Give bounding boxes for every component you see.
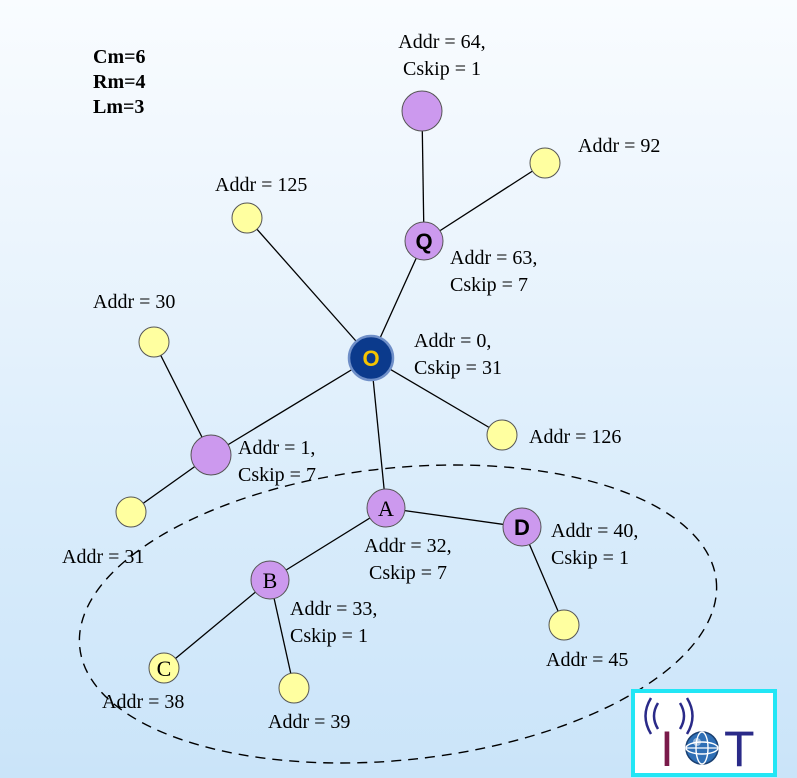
node-label-n64-line-2: Cskip = 1 <box>403 58 481 80</box>
node-q: Q <box>404 221 444 261</box>
nodes-layer: O Q A D B C <box>115 90 580 704</box>
node-circle-n64 <box>401 90 443 132</box>
node-circle-n1 <box>190 434 232 476</box>
node-n126 <box>486 419 518 451</box>
node-letter-a: A <box>378 496 394 521</box>
node-n1 <box>190 434 232 476</box>
node-label-n126-line-1: Addr = 126 <box>529 426 621 448</box>
node-circle-b <box>250 560 290 600</box>
node-b: B <box>250 560 290 600</box>
node-label-n125-line-1: Addr = 125 <box>215 174 307 196</box>
node-label-n1-line-2: Cskip = 7 <box>238 464 316 486</box>
node-circle-q <box>404 221 444 261</box>
edge-a-d <box>385 507 523 528</box>
signal-waves-icon <box>644 697 694 735</box>
node-label-q-line-1: Addr = 63, <box>450 247 537 269</box>
node-label-q-line-2: Cskip = 7 <box>450 274 528 296</box>
globe-icon <box>685 731 719 765</box>
node-a: A <box>366 488 406 528</box>
node-letter-c: C <box>157 656 172 681</box>
node-n30 <box>138 326 170 358</box>
node-n39 <box>278 672 310 704</box>
node-label-n30-line-1: Addr = 30 <box>93 291 175 313</box>
edge-a-b <box>269 507 387 581</box>
node-circle-a <box>366 488 406 528</box>
node-label-n39-line-1: Addr = 39 <box>268 711 350 733</box>
node-letter-q: Q <box>415 229 432 254</box>
node-circle-n125 <box>231 202 263 234</box>
node-n92 <box>529 147 561 179</box>
iot-logo: I T <box>631 689 777 777</box>
node-label-n31-line-1: Addr = 31 <box>62 546 144 568</box>
node-label-n64-line-1: Addr = 64, <box>398 31 485 53</box>
edge-n1-n30 <box>153 341 212 456</box>
node-label-o-line-1: Addr = 0, <box>414 330 491 352</box>
node-label-c-line-1: Addr = 38 <box>102 691 184 713</box>
edge-q-n92 <box>423 162 546 242</box>
node-label-a-line-1: Addr = 32, <box>364 535 451 557</box>
logo-letter-t: T <box>724 721 755 777</box>
node-letter-b: B <box>263 568 278 593</box>
node-c: C <box>148 652 180 684</box>
node-letter-o: O <box>362 346 379 371</box>
node-label-n45-line-1: Addr = 45 <box>546 649 628 671</box>
node-letter-d: D <box>514 515 530 540</box>
node-label-n1-line-1: Addr = 1, <box>238 437 315 459</box>
node-circle-n39 <box>278 672 310 704</box>
node-n125 <box>231 202 263 234</box>
node-circle-n31 <box>115 496 147 528</box>
edge-b-c <box>163 579 271 669</box>
node-circle-n126 <box>486 419 518 451</box>
network-parameters: Cm=6 Rm=4 Lm=3 <box>93 46 146 118</box>
node-circle-c <box>148 652 180 684</box>
node-label-o-line-2: Cskip = 31 <box>414 357 502 379</box>
node-n45 <box>548 609 580 641</box>
param-lm: Lm=3 <box>93 96 144 118</box>
edge-o-a <box>370 357 387 509</box>
node-label-d-line-1: Addr = 40, <box>551 520 638 542</box>
node-d: D <box>502 507 542 547</box>
node-circle-n45 <box>548 609 580 641</box>
node-label-d-line-2: Cskip = 1 <box>551 547 629 569</box>
subtree-boundary-dashed <box>78 464 718 764</box>
param-rm: Rm=4 <box>93 71 146 93</box>
node-label-n92-line-1: Addr = 92 <box>578 135 660 157</box>
param-cm: Cm=6 <box>93 46 146 68</box>
node-n64 <box>401 90 443 132</box>
node-circle-n92 <box>529 147 561 179</box>
edge-o-n1 <box>210 357 372 456</box>
node-label-a-line-2: Cskip = 7 <box>369 562 447 584</box>
node-label-b-line-2: Cskip = 1 <box>290 625 368 647</box>
node-circle-o <box>347 334 395 382</box>
node-label-b-line-1: Addr = 33, <box>290 598 377 620</box>
node-n31 <box>115 496 147 528</box>
edge-q-n64 <box>421 110 425 242</box>
labels-layer: Addr = 0, Cskip = 31 Addr = 63, Cskip = 7 Ad… <box>62 31 660 733</box>
node-o: O <box>347 334 395 382</box>
edge-o-n125 <box>246 217 372 359</box>
node-circle-d <box>502 507 542 547</box>
edge-o-n126 <box>370 357 503 436</box>
node-circle-n30 <box>138 326 170 358</box>
logo-letter-i: I <box>660 721 674 777</box>
